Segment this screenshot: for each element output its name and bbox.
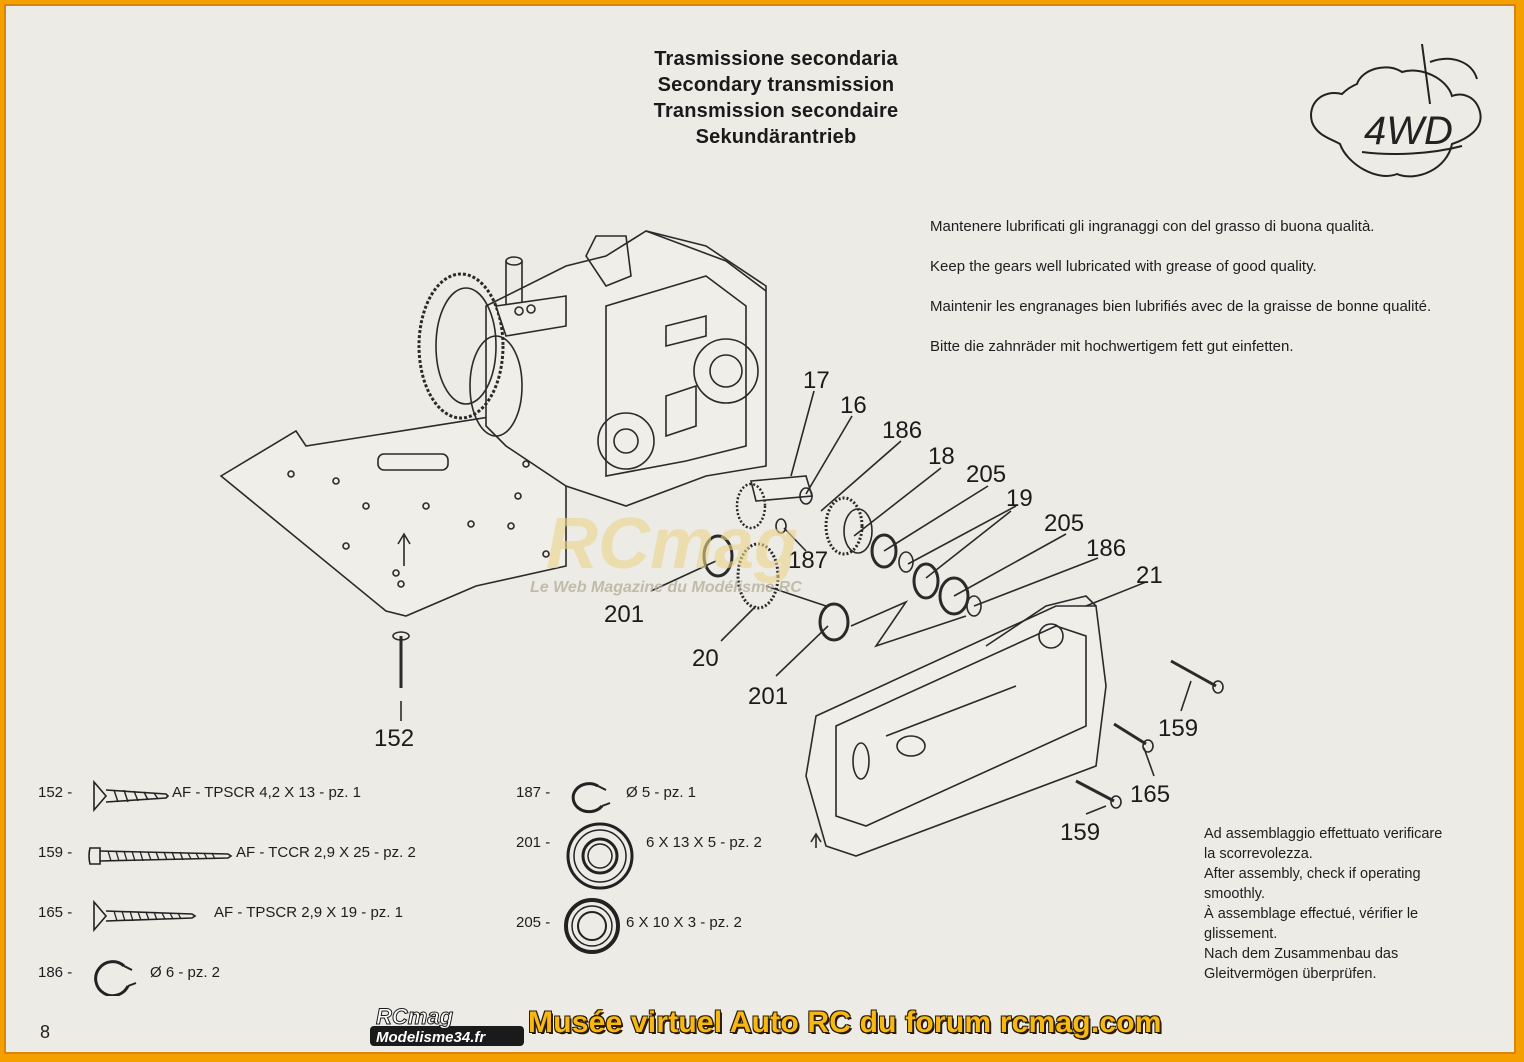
callout-201-left: 201 [604, 601, 644, 628]
part-number: 152 - [38, 784, 73, 801]
part-row-159: 159 - AF - TCCR 2,9 X 25 - pz. 2 [38, 836, 508, 876]
lubrication-instructions: Mantenere lubrificati gli ingranaggi con… [930, 218, 1510, 378]
instruction-italian: Mantenere lubrificati gli ingranaggi con… [930, 218, 1375, 235]
pan-head-screw-icon [88, 847, 233, 865]
part-row-187: 187 - Ø 5 - pz. 1 [516, 776, 986, 816]
footer-logo-top: RCmag [376, 1004, 454, 1029]
part-number: 165 - [38, 904, 73, 921]
callout-20: 20 [692, 645, 719, 672]
title-french: Transmission secondaire [653, 100, 899, 122]
part-row-186: 186 - Ø 6 - pz. 2 [38, 956, 508, 996]
title-italian: Trasmissione secondaria [654, 48, 898, 70]
part-description: Ø 5 - pz. 1 [626, 784, 697, 801]
part-description: AF - TPSCR 4,2 X 13 - pz. 1 [172, 784, 361, 801]
note-line: glissement. [1204, 926, 1278, 942]
section-titles: Trasmissione secondaria Secondary transm… [566, 46, 986, 150]
callout-205-top: 205 [966, 461, 1006, 488]
part-description: AF - TPSCR 2,9 X 19 - pz. 1 [214, 904, 403, 921]
note-line: la scorrevolezza. [1204, 846, 1313, 862]
callout-16: 16 [840, 392, 867, 419]
page-number: 8 [40, 1022, 51, 1042]
note-line: Ad assemblaggio effettuato verificare [1204, 826, 1443, 842]
note-line: Nach dem Zusammenbau das [1204, 946, 1399, 962]
circlip-large-icon [94, 960, 137, 996]
callout-159-right: 159 [1158, 715, 1198, 742]
part-description: 6 X 10 X 3 - pz. 2 [626, 914, 742, 931]
instruction-french: Maintenir les engranages bien lubrifiés … [930, 298, 1432, 315]
part-description: Ø 6 - pz. 2 [150, 964, 221, 981]
4wd-badge-icon: 4WD [1310, 44, 1482, 178]
manual-page: Trasmissione secondaria Secondary transm… [4, 4, 1516, 1054]
instruction-english: Keep the gears well lubricated with grea… [930, 258, 1317, 275]
note-line: À assemblage effectué, vérifier le [1204, 906, 1419, 922]
assembly-note: Ad assemblaggio effettuato verificare la… [1204, 824, 1504, 984]
title-english: Secondary transmission [657, 74, 895, 96]
countersunk-screw-icon [93, 899, 197, 933]
title-german: Sekundärantrieb [695, 126, 857, 148]
part-number: 201 - [516, 834, 551, 851]
exploded-assembly-diagram: 17 16 186 18 205 19 205 186 21 187 201 2… [219, 230, 1224, 857]
footer-logo-bottom: Modelisme34.fr [376, 1029, 486, 1046]
callout-187: 187 [788, 547, 828, 574]
callout-165: 165 [1130, 781, 1170, 808]
callout-186-bottom: 186 [1086, 535, 1126, 562]
callout-21: 21 [1136, 562, 1163, 589]
callout-205-bottom: 205 [1044, 510, 1084, 537]
countersunk-screw-short-icon [93, 779, 170, 813]
callout-201-bottom: 201 [748, 683, 788, 710]
bearing-small-icon [564, 898, 620, 954]
part-description: AF - TCCR 2,9 X 25 - pz. 2 [236, 844, 416, 861]
callout-18: 18 [928, 443, 955, 470]
part-row-165: 165 - AF - TPSCR 2,9 X 19 - pz. 1 [38, 896, 508, 936]
badge-text: 4WD [1364, 109, 1453, 153]
part-number: 159 - [38, 844, 73, 861]
footer-caption: Musée virtuel Auto RC du forum rcmag.com [528, 1006, 1162, 1039]
callout-152: 152 [374, 725, 414, 752]
callout-19: 19 [1006, 485, 1033, 512]
callout-186-top: 186 [882, 417, 922, 444]
callout-17: 17 [803, 367, 830, 394]
part-number: 187 - [516, 784, 551, 801]
circlip-small-icon [571, 782, 611, 814]
rcmag-footer-logo: RCmag Modelisme34.fr [370, 1004, 524, 1046]
instruction-german: Bitte die zahnräder mit hochwertigem fet… [930, 338, 1294, 355]
part-description: 6 X 13 X 5 - pz. 2 [646, 834, 762, 851]
callout-159-bottom: 159 [1060, 819, 1100, 846]
note-line: Gleitvermögen überprüfen. [1204, 966, 1377, 982]
note-line: After assembly, check if operating [1204, 866, 1421, 882]
note-line: smoothly. [1204, 886, 1265, 902]
part-number: 186 - [38, 964, 73, 981]
part-row-152: 152 - AF - TPSCR 4,2 X 13 - pz. 1 [38, 776, 508, 816]
bearing-large-icon [566, 822, 634, 890]
part-row-205: 205 - 6 X 10 X 3 - pz. 2 [516, 898, 986, 954]
part-row-201: 201 - 6 X 13 X 5 - pz. 2 [516, 822, 986, 890]
part-number: 205 - [516, 914, 551, 931]
